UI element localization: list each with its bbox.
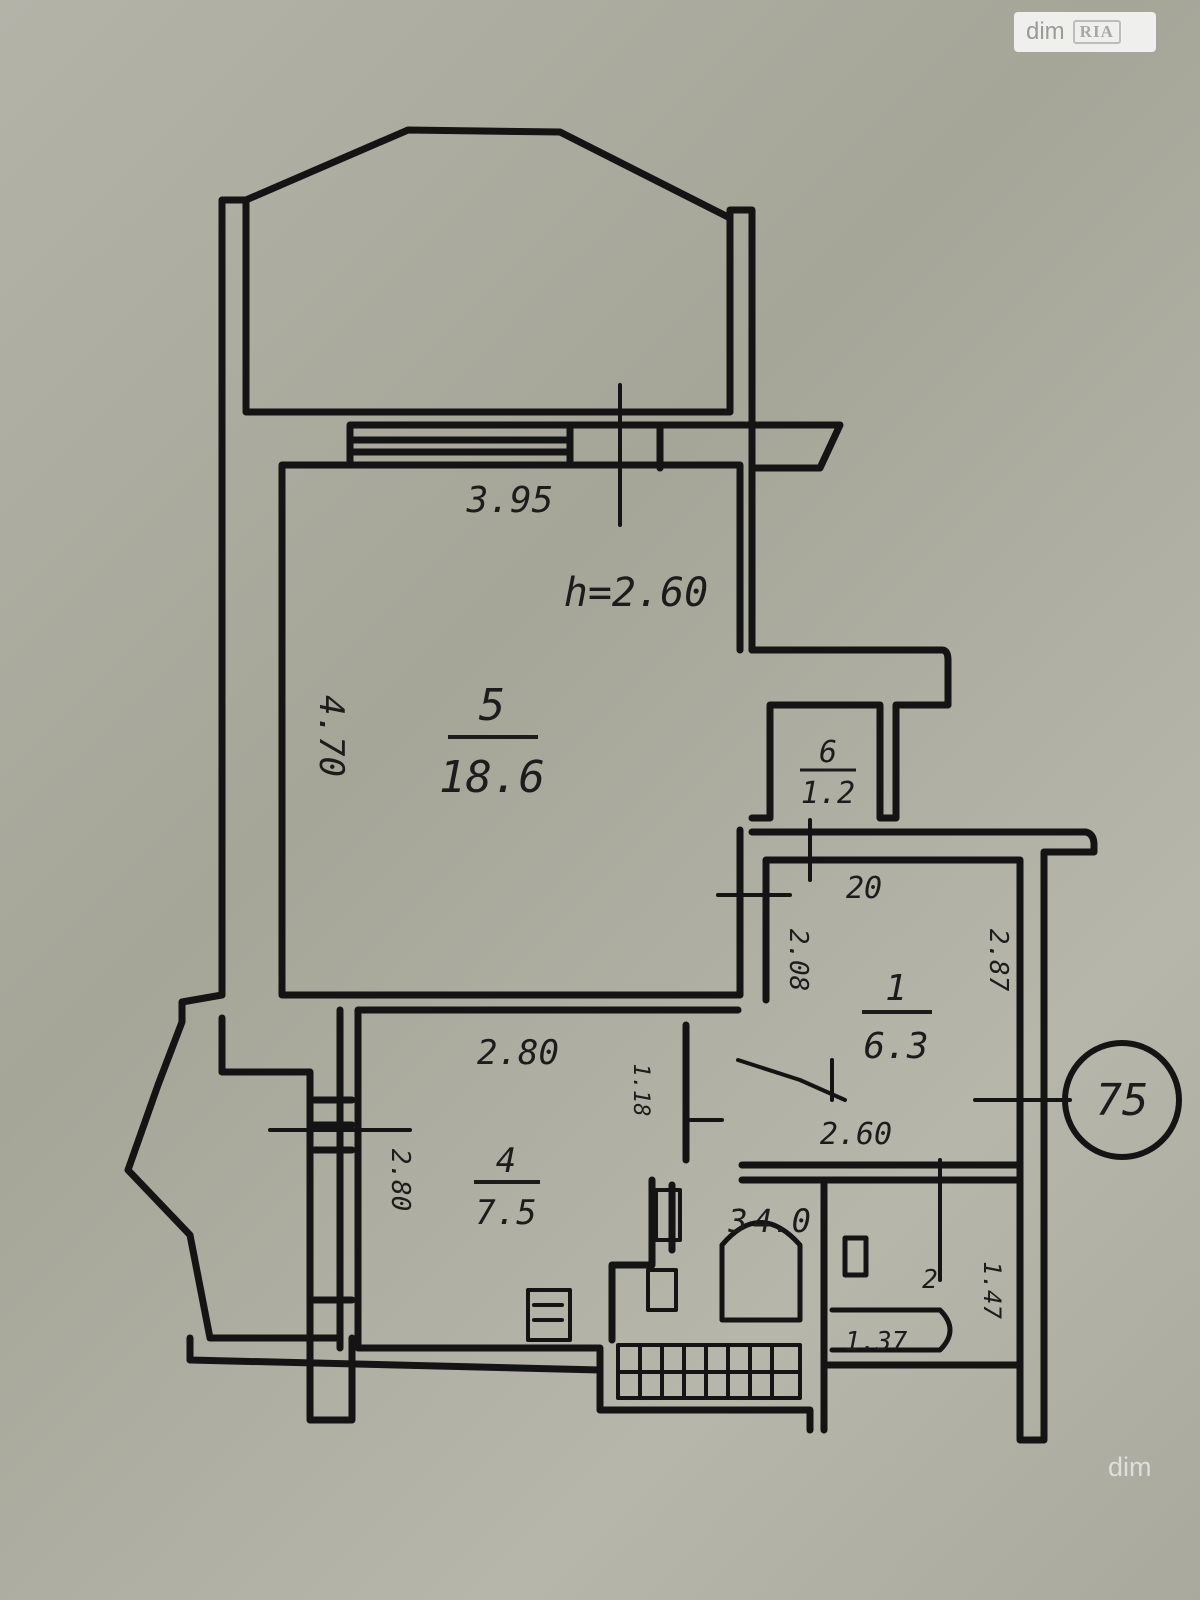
room-6-area: 1.2 bbox=[801, 776, 855, 811]
dim-living-width: 3.95 bbox=[466, 480, 554, 521]
bathtub bbox=[719, 1220, 803, 1323]
dim-bath-height: 1.47 bbox=[978, 1261, 1006, 1319]
room-1-number: 1 bbox=[885, 968, 907, 1009]
hall-bottom-wall bbox=[738, 1161, 1024, 1184]
marker-label: 75 bbox=[1096, 1075, 1149, 1126]
living-room-walls bbox=[278, 416, 756, 999]
door-swing-hall bbox=[736, 1058, 847, 1102]
room-4-number: 4 bbox=[496, 1141, 516, 1181]
watermark-sub: RIA bbox=[1072, 20, 1121, 44]
dim-kitchen-length: 2.80 bbox=[385, 1149, 415, 1212]
window-living bbox=[346, 421, 844, 472]
balcony-left-door bbox=[310, 1096, 356, 1304]
room-2-number: 2 bbox=[922, 1265, 938, 1295]
room-6-number: 6 bbox=[819, 735, 837, 770]
dim-bath-width: 1.37 bbox=[845, 1327, 908, 1357]
dim-kitchen-small: 1.18 bbox=[628, 1064, 653, 1117]
room-1-area: 6.3 bbox=[863, 1026, 928, 1067]
dimria-watermark: dim RIA bbox=[1014, 12, 1156, 52]
room-2-label: 2 bbox=[922, 1265, 938, 1295]
room-3-area: 4.0 bbox=[753, 1202, 811, 1240]
room-6-label: 6 1.2 bbox=[800, 735, 856, 811]
room-3-label: 3 4.0 bbox=[727, 1202, 811, 1240]
toilet bbox=[829, 1307, 953, 1353]
room-1-label: 1 6.3 bbox=[862, 968, 932, 1067]
kitchen-walls bbox=[336, 1006, 742, 1352]
tick-marks bbox=[268, 383, 1072, 1282]
watermark-bottom: dim bbox=[1108, 1452, 1152, 1482]
shaft bbox=[646, 1188, 682, 1312]
stove bbox=[526, 1288, 572, 1342]
room-5-label: 5 18.6 bbox=[439, 680, 545, 803]
outer-bottom-wall bbox=[186, 1334, 814, 1434]
room-4-label: 4 7.5 bbox=[474, 1141, 540, 1233]
dim-hall-top: 20 bbox=[846, 871, 882, 906]
marker-circle bbox=[1062, 1040, 1182, 1160]
radiator bbox=[616, 1343, 802, 1400]
dim-living-length: 4.70 bbox=[311, 695, 351, 777]
balcony-left-outline bbox=[124, 991, 356, 1424]
dim-hall-left: 2.08 bbox=[783, 929, 813, 992]
sink bbox=[842, 1235, 869, 1278]
bath-walls bbox=[608, 1176, 1024, 1434]
dim-hall-right: 2.87 bbox=[983, 929, 1013, 992]
balcony-top-outline bbox=[218, 126, 756, 999]
room-5-number: 5 bbox=[479, 680, 506, 731]
dim-kitchen-width: 2.80 bbox=[477, 1033, 559, 1073]
room-4-area: 7.5 bbox=[475, 1193, 536, 1233]
room-5-area: 18.6 bbox=[439, 752, 545, 803]
watermark-brand: dim bbox=[1026, 18, 1065, 45]
room-3-number: 3 bbox=[727, 1202, 747, 1240]
dim-corridor: 2.60 bbox=[820, 1117, 892, 1152]
hall-walls bbox=[748, 828, 1098, 1444]
dim-ceiling-height: h=2.60 bbox=[564, 570, 709, 616]
storage-walls bbox=[748, 646, 952, 822]
